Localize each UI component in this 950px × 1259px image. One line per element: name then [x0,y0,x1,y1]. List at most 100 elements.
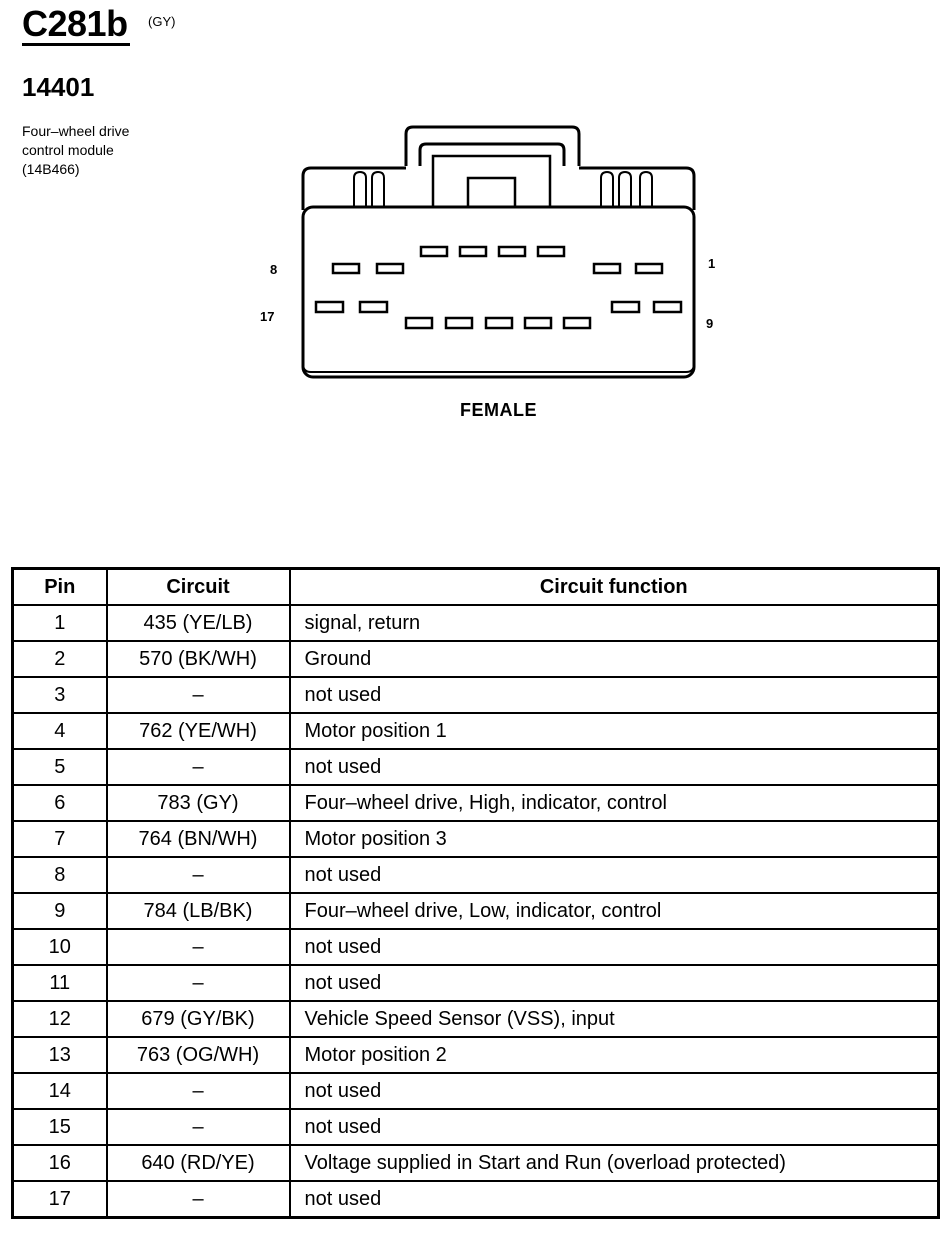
pin-cell: 12 [11,1000,108,1038]
function-cell: not used [288,676,940,714]
connector-shell-rib [353,170,367,206]
description-line: Four–wheel drive [22,123,130,139]
function-cell: not used [288,856,940,894]
connector-face [301,205,696,379]
circuit-cell: – [105,676,291,714]
pin-cell: 11 [11,964,108,1002]
connector-latch-slot [431,154,552,206]
connector-color: (GY) [148,14,176,29]
pin-cavity [536,245,566,258]
pin-cell: 1 [11,604,108,642]
function-cell: not used [288,928,940,966]
function-cell: Motor position 3 [288,820,940,858]
function-cell: Four–wheel drive, High, indicator, contr… [288,784,940,822]
function-cell: not used [288,1108,940,1146]
column-header-circuit: Circuit [105,567,291,606]
pin-cavity [610,300,641,314]
pin-cell: 17 [11,1180,108,1219]
circuit-cell: 640 (RD/YE) [105,1144,291,1182]
circuit-cell: 679 (GY/BK) [105,1000,291,1038]
pin-cell: 5 [11,748,108,786]
description-line: control module [22,142,114,158]
function-cell: Motor position 2 [288,1036,940,1074]
table-row: 11–not used [11,964,940,1002]
circuit-cell: 435 (YE/LB) [105,604,291,642]
circuit-cell: – [105,1072,291,1110]
pin-cell: 3 [11,676,108,714]
pin-cell: 14 [11,1072,108,1110]
circuit-cell: 784 (LB/BK) [105,892,291,930]
connector-face-drawing [301,125,696,379]
part-number: 14401 [22,72,95,102]
pin-cavity [523,316,553,330]
circuit-cell: 763 (OG/WH) [105,1036,291,1074]
connector-gender-label: FEMALE [460,400,537,420]
pin-cell: 4 [11,712,108,750]
pin-cavity [444,316,474,330]
pin-label-9: 9 [706,316,714,331]
circuit-cell: – [105,1180,291,1219]
pin-cavity [358,300,389,314]
circuit-cell: 764 (BN/WH) [105,820,291,858]
table-header-row: Pin Circuit Circuit function [11,567,940,606]
pin-label-8: 8 [270,262,278,277]
connector-base [302,363,695,373]
function-cell: not used [288,964,940,1002]
function-cell: Motor position 1 [288,712,940,750]
pin-cavity [497,245,527,258]
connector-shell-rib [618,170,632,206]
table-row: 17–not used [11,1180,940,1219]
pin-cavity [562,316,592,330]
circuit-cell: – [105,748,291,786]
table-row: 8–not used [11,856,940,894]
table-row: 15–not used [11,1108,940,1146]
connector-shell [301,166,696,210]
connector-latch [404,125,581,166]
description-line: (14B466) [22,161,80,177]
column-header-function: Circuit function [288,567,940,606]
pin-cell: 13 [11,1036,108,1074]
function-cell: Voltage supplied in Start and Run (overl… [288,1144,940,1182]
pin-cavity [331,262,361,275]
function-cell: Ground [288,640,940,678]
function-cell: Vehicle Speed Sensor (VSS), input [288,1000,940,1038]
pin-cell: 8 [11,856,108,894]
table-row: 10–not used [11,928,940,966]
connector-id: C281b [22,3,128,44]
circuit-cell: 570 (BK/WH) [105,640,291,678]
pin-cell: 16 [11,1144,108,1182]
connector-shell-rib [600,170,614,206]
function-cell: not used [288,1072,940,1110]
pin-cavity [634,262,664,275]
circuit-cell: – [105,1108,291,1146]
pin-cavity [419,245,449,258]
pin-cell: 15 [11,1108,108,1146]
table-row: 3–not used [11,676,940,714]
pin-cavity [592,262,622,275]
pin-label-1: 1 [708,256,716,271]
function-cell: Four–wheel drive, Low, indicator, contro… [288,892,940,930]
circuit-cell: – [105,856,291,894]
pin-label-17: 17 [260,309,275,324]
pin-cavity [375,262,405,275]
component-description: Four–wheel drive control module (14B466) [22,122,129,179]
circuit-cell: – [105,964,291,1002]
pin-cavity [404,316,434,330]
pin-cell: 9 [11,892,108,930]
pin-cavity [484,316,514,330]
pin-cell: 6 [11,784,108,822]
connector-latch-inner [418,142,566,166]
connector-shell-rib [371,170,385,206]
function-cell: not used [288,1180,940,1219]
pin-cell: 2 [11,640,108,678]
pin-cell: 10 [11,928,108,966]
connector-id-underline [22,43,130,46]
